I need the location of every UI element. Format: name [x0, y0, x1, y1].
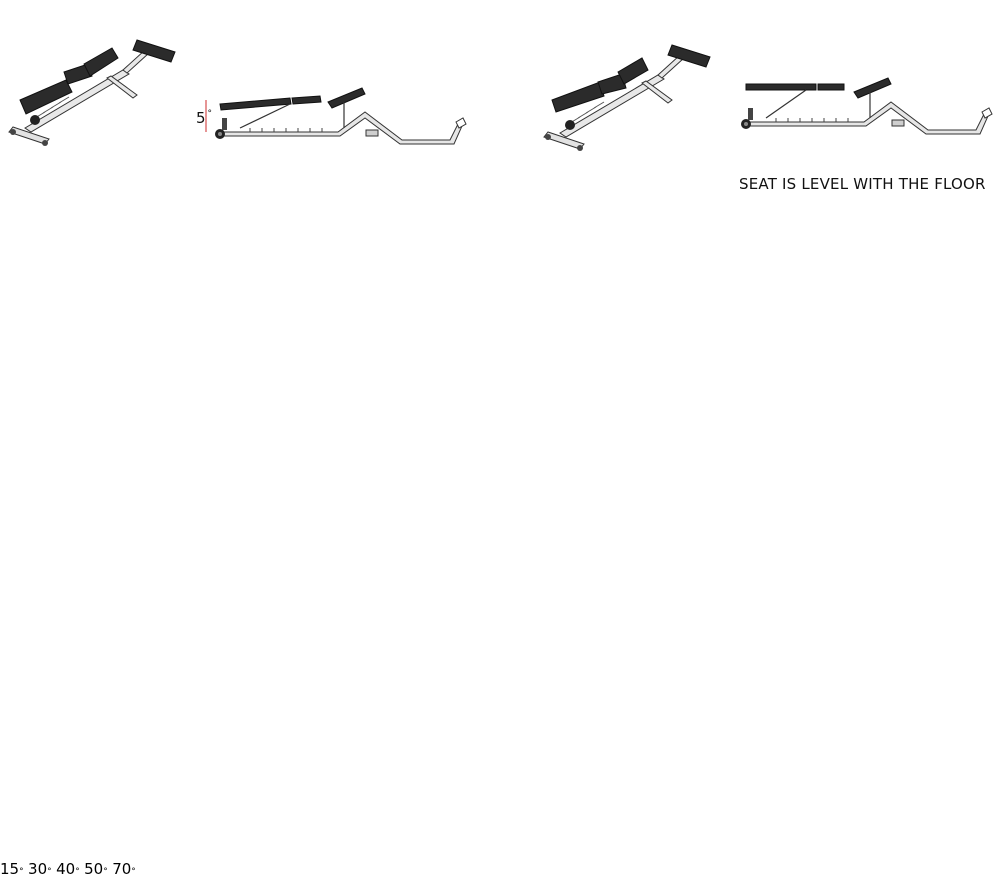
angle-label-40: 40°	[56, 860, 80, 878]
level-seat-caption: SEAT IS LEVEL WITH THE FLOOR	[739, 175, 986, 193]
iso-bench-level	[543, 44, 711, 152]
angle-label-5: 5°	[196, 109, 212, 127]
side-bench-5-deg	[205, 87, 467, 145]
angle-label-50: 50°	[84, 860, 108, 878]
angle-label-30: 30°	[28, 860, 52, 878]
diagram-canvas: 5°	[8, 39, 993, 152]
angle-label-70: 70°	[112, 860, 136, 878]
side-bench-level	[740, 77, 993, 135]
angle-label-15: 15°	[0, 860, 24, 878]
iso-bench-5-deg	[8, 39, 176, 147]
bench-angle-diagram: 5° 15° 30°	[0, 39, 993, 878]
